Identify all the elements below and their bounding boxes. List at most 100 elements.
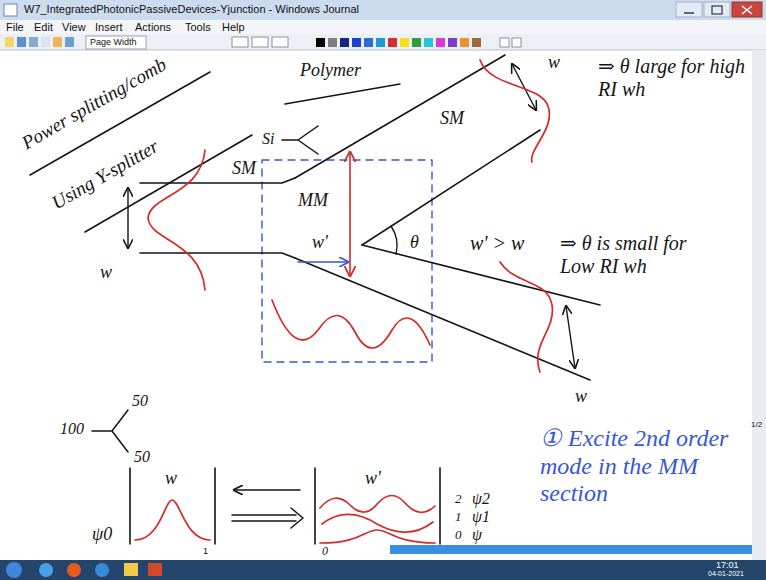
- sketch-stroke: [5, 37, 14, 47]
- sketch-stroke: [328, 38, 337, 47]
- sketch-stroke: [127, 188, 128, 248]
- sketch-stroke: [400, 38, 409, 47]
- sketch-stroke: [362, 130, 540, 245]
- sketch-stroke: [262, 160, 432, 362]
- sketch-stroke: [752, 50, 766, 560]
- sketch-stroke: [124, 563, 138, 576]
- menu-item: Edit: [34, 21, 53, 34]
- sketch-stroke: [742, 6, 752, 14]
- sketch-stroke: [232, 37, 248, 47]
- sketch-stroke: [684, 12, 694, 14]
- mode-symbol: ψ: [472, 526, 482, 544]
- menu-item: Actions: [135, 21, 171, 34]
- mode-label: MM: [298, 190, 328, 211]
- sketch-stroke: [234, 489, 300, 491]
- page-indicator: 1/2: [751, 420, 762, 429]
- sketch-stroke: [4, 4, 17, 16]
- sketch-stroke: [17, 37, 26, 47]
- sketch-stroke: [320, 496, 435, 513]
- sketch-stroke: [148, 563, 162, 576]
- sketch-stroke: [676, 2, 702, 17]
- page-ruler-number: 1: [203, 546, 208, 556]
- sketch-stroke: [39, 563, 53, 577]
- sketch-stroke: [388, 38, 397, 47]
- sketch-stroke: [67, 563, 81, 577]
- note: ⇒ θ is small for Low RI wh: [560, 232, 725, 278]
- handwritten-heading: Using Y-splitter: [48, 135, 162, 214]
- split-ratio: 50: [134, 448, 150, 466]
- sketch-stroke: [472, 38, 481, 47]
- sketch-stroke: [512, 38, 521, 47]
- note: w' > w: [470, 232, 524, 255]
- sketch-stroke: [95, 563, 109, 577]
- angle-label: θ: [410, 232, 419, 253]
- sketch-stroke: [232, 508, 303, 528]
- sketch-stroke: [148, 150, 205, 290]
- sketch-stroke: [65, 37, 74, 47]
- menu-item: File: [6, 21, 24, 34]
- clock: 17:01: [716, 560, 739, 570]
- mode-label: SM: [232, 158, 256, 179]
- sketch-stroke: [448, 38, 457, 47]
- window-title: W7_IntegratedPhotonicPassiveDevices-Yjun…: [24, 3, 359, 16]
- menu-item: Insert: [95, 21, 123, 34]
- mode-index: 0: [322, 545, 328, 559]
- sketch-stroke: [0, 20, 766, 34]
- sketch-stroke: [285, 84, 400, 104]
- sketch-stroke: [140, 178, 295, 183]
- sketch-stroke: [272, 300, 430, 348]
- date: 04-01-2021: [708, 570, 744, 578]
- width-label: w: [100, 262, 112, 283]
- sketch-stroke: [566, 306, 575, 368]
- handwritten-sketch: [30, 55, 600, 544]
- material-note: Polymer: [300, 60, 361, 81]
- sketch-stroke: [295, 258, 590, 380]
- note: ① Excite 2nd order mode in the MM sectio…: [540, 425, 745, 508]
- width-label: w: [548, 52, 560, 73]
- menu-item: Help: [222, 21, 245, 34]
- sketch-stroke: [391, 226, 397, 254]
- sketch-stroke: [390, 545, 752, 554]
- sketch-stroke: [6, 562, 22, 578]
- sketch-stroke: [295, 55, 505, 178]
- mode-index: 1: [455, 510, 462, 525]
- mode-label: SM: [440, 108, 464, 129]
- sketch-stroke: [130, 468, 215, 544]
- mode-symbol: ψ1: [472, 508, 490, 526]
- sketch-stroke: [282, 126, 318, 154]
- mode-index: 2: [455, 492, 462, 507]
- material-note: Si: [262, 130, 274, 148]
- sketch-stroke: [424, 38, 433, 47]
- mode-symbol: ψ2: [472, 490, 490, 508]
- sketch-stroke: [272, 37, 288, 47]
- sketch-stroke: [298, 261, 348, 263]
- width-label: w: [165, 468, 177, 489]
- sketch-stroke: [480, 60, 549, 162]
- sketch-stroke: [315, 468, 440, 544]
- sketch-stroke: [500, 38, 509, 47]
- sketch-stroke: [712, 6, 722, 14]
- split-ratio: 50: [132, 392, 148, 410]
- sketch-stroke: [412, 38, 421, 47]
- zoom-dropdown: Page Width: [90, 37, 137, 47]
- sketch-stroke: [92, 410, 128, 452]
- sketch-stroke: [349, 152, 351, 276]
- menu-item: Tools: [185, 21, 211, 34]
- sketch-stroke: [340, 38, 349, 47]
- sketch-stroke: [252, 37, 268, 47]
- sketch-stroke: [135, 500, 210, 540]
- sketch-stroke: [86, 36, 146, 49]
- mode-index: 0: [455, 528, 462, 543]
- sketch-stroke: [460, 38, 469, 47]
- split-ratio: 100: [60, 420, 84, 438]
- mode-symbol: ψ0: [92, 524, 112, 545]
- sketch-stroke: [316, 38, 325, 47]
- width-label: w': [365, 468, 381, 489]
- width-label: w: [575, 386, 587, 407]
- width-label: w': [312, 232, 328, 253]
- sketch-stroke: [0, 50, 766, 51]
- sketch-stroke: [732, 2, 762, 17]
- menu-item: View: [62, 21, 86, 34]
